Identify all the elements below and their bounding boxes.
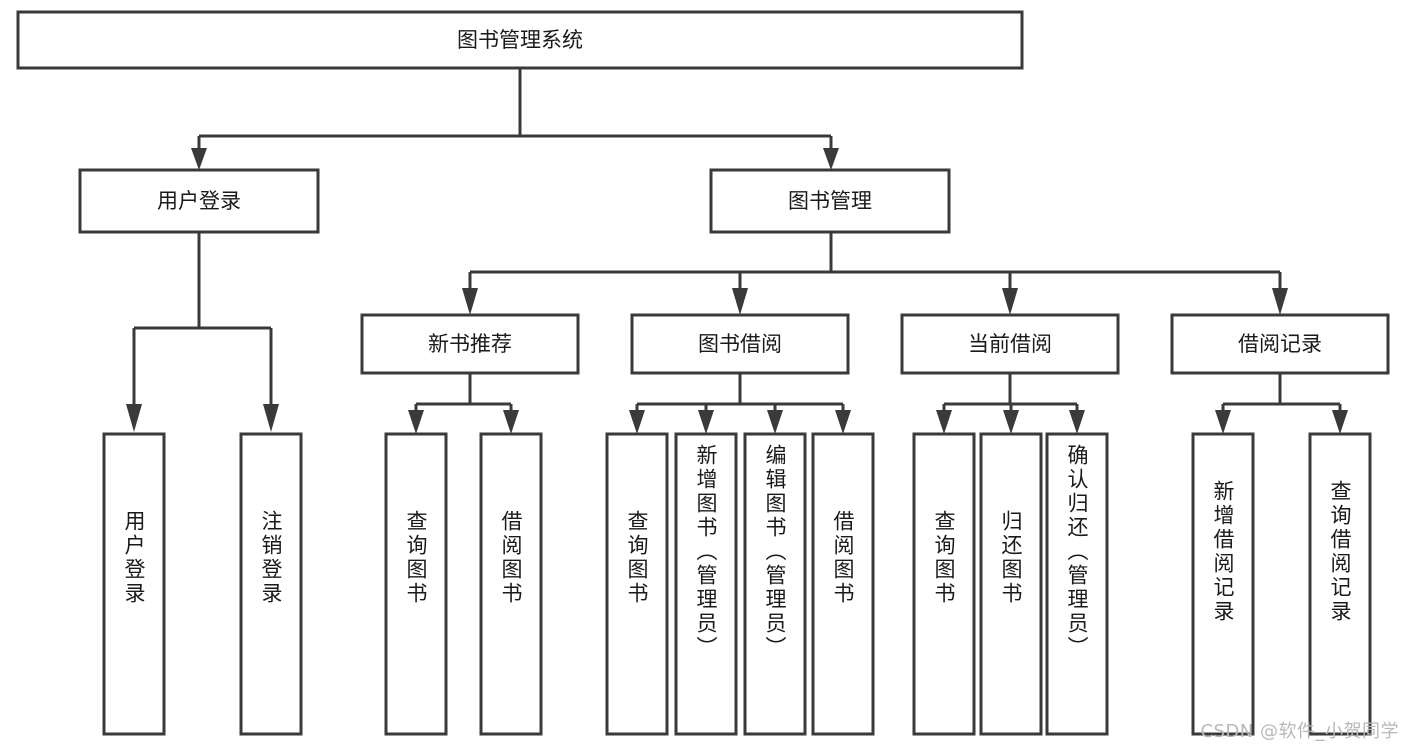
connector-group — [126, 68, 1348, 434]
arrowhead-cb-leaf1 — [936, 410, 952, 434]
node-user-login[interactable]: 用户登录 — [78, 168, 320, 234]
watermark: CSDN @软件_小贺同学 — [1200, 721, 1399, 742]
arrowhead-user-login — [191, 148, 207, 170]
arrowhead-book-mgmt — [823, 148, 839, 170]
leaf-bb-add-book-rect[interactable] — [674, 432, 738, 736]
node-user-login-rect — [78, 168, 320, 234]
arrowhead-bb-leaf3 — [767, 410, 783, 434]
leaf-nb-query-book-rect[interactable] — [384, 432, 448, 736]
node-new-book-recommend-label: 新书推荐 — [428, 332, 512, 356]
arrowhead-nb-leaf2 — [503, 410, 519, 434]
node-new-book-recommend[interactable]: 新书推荐 — [360, 313, 580, 375]
leaf-br-query-record-rect[interactable] — [1308, 432, 1372, 736]
node-book-management[interactable]: 图书管理 — [709, 168, 951, 234]
arrowhead-leaf-logout — [263, 404, 279, 432]
arrowhead-borrow-record — [1272, 288, 1288, 315]
leaf-nb-borrow-book-rect[interactable] — [479, 432, 543, 736]
leaf-bb-borrow-book-rect[interactable] — [811, 432, 875, 736]
leaf-bb-query-book-rect[interactable] — [605, 432, 669, 736]
node-book-management-label: 图书管理 — [788, 189, 872, 213]
node-borrow-record-label: 借阅记录 — [1238, 332, 1322, 356]
leaf-cb-confirm-return-rect[interactable] — [1045, 432, 1109, 736]
arrowhead-bb-leaf2 — [698, 410, 714, 434]
arrowhead-leaf-user-login — [126, 404, 142, 432]
node-current-borrow-rect — [900, 313, 1120, 375]
node-borrow-record-rect — [1170, 313, 1390, 375]
node-book-borrow-rect — [630, 313, 850, 375]
leaf-br-add-record-rect[interactable] — [1191, 432, 1255, 736]
node-borrow-record[interactable]: 借阅记录 — [1170, 313, 1390, 375]
leaf-logout-rect[interactable] — [239, 432, 303, 736]
node-root-label: 图书管理系统 — [457, 28, 583, 52]
node-new-book-recommend-rect — [360, 313, 580, 375]
node-root-rect — [16, 10, 1024, 70]
arrowhead-bb-leaf1 — [629, 410, 645, 434]
arrowhead-br-leaf1 — [1215, 410, 1231, 434]
node-book-borrow-label: 图书借阅 — [698, 332, 782, 356]
leaf-cb-query-book-rect[interactable] — [912, 432, 976, 736]
node-root[interactable]: 图书管理系统 — [16, 10, 1024, 70]
arrowhead-current-borrow — [1002, 288, 1018, 315]
arrowhead-cb-leaf3 — [1069, 410, 1085, 434]
node-user-login-label: 用户登录 — [157, 189, 241, 213]
arrowhead-br-leaf2 — [1332, 410, 1348, 434]
arrowhead-bb-leaf4 — [835, 410, 851, 434]
node-book-management-rect — [709, 168, 951, 234]
leaf-bb-edit-book-rect[interactable] — [743, 432, 807, 736]
leaf-user-login-rect[interactable] — [102, 432, 166, 736]
arrowhead-new-book — [462, 288, 478, 315]
arrowhead-book-borrow — [732, 288, 748, 315]
arrowhead-nb-leaf1 — [408, 410, 424, 434]
arrowhead-cb-leaf2 — [1003, 410, 1019, 434]
node-book-borrow[interactable]: 图书借阅 — [630, 313, 850, 375]
node-current-borrow[interactable]: 当前借阅 — [900, 313, 1120, 375]
leaf-cb-return-book-rect[interactable] — [979, 432, 1043, 736]
node-current-borrow-label: 当前借阅 — [968, 332, 1052, 356]
